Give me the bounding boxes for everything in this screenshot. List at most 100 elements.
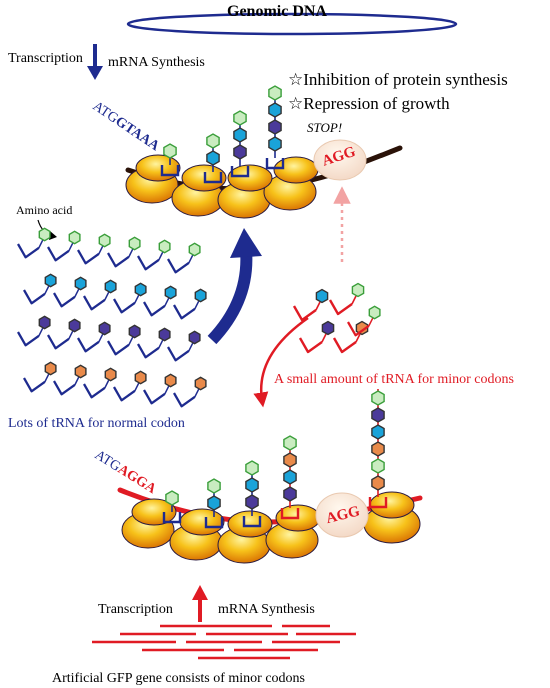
trna-stem [47,334,70,350]
amino-acid-hexagon [245,494,259,510]
amino-acid-hexagon [233,127,247,143]
trna-molecule [173,376,207,408]
trna-link [158,339,164,349]
top-transcription-label: Transcription [8,51,83,66]
trna-molecule [83,279,117,311]
amino-acid-hexagon [98,233,111,248]
trna-molecule [332,320,369,354]
trna-link [104,291,110,301]
trna-stem [173,392,196,408]
trna-stem [17,331,40,347]
trna-anchor [203,172,223,184]
top-stop-label: STOP! [307,120,342,135]
trna-molecule [23,361,57,393]
trna-link [164,297,170,307]
top-transcription-arrow [87,44,103,80]
trna-molecule [137,327,171,359]
trna-stem [143,389,166,405]
bottom-stalled-ribosome [315,492,369,538]
trna-link [38,239,44,249]
trna-link [158,251,164,261]
genomic-dna-ellipse [126,12,458,36]
amino-acid-hexagon [268,102,282,118]
amino-acid-hexagon [164,285,177,300]
trna-stem [173,304,196,320]
top-ribosome-small [135,154,181,182]
trna-molecule [23,273,57,305]
amino-acid-hexagon [283,452,297,468]
top-effect-repression: ☆Repression of growth [288,94,450,113]
amino-acid-hexagon [371,475,385,491]
amino-acid-hexagon [245,460,259,476]
trna-stem [137,255,160,271]
amino-acid-hexagon [351,282,365,298]
amino-acid-hexagon [44,273,57,288]
red-curved-arrow [253,316,309,408]
top-codon-sequence: ATGGTAAA [90,99,163,155]
bottom-ribosome-small [227,510,273,538]
amino-acid-hexagon [134,370,147,385]
amino-acid-hexagon [158,327,171,342]
trna-link [44,373,50,383]
trna-stem [107,252,130,268]
trna-link [38,327,44,337]
amino-acid-hexagon [245,477,259,493]
trna-link [134,382,140,392]
trna-stem [328,299,353,316]
trna-stem [53,380,76,396]
trna-stem [23,289,46,305]
peptide-chain [242,460,262,528]
amino-acid-hexagon [206,150,220,166]
amino-acid-hexagon [283,435,297,451]
trna-molecule [17,227,51,259]
amino-acid-hexagon [207,495,221,511]
trna-stem [167,258,190,274]
amino-acid-label: Amino acid [16,203,72,217]
amino-acid-hexagon [165,490,179,506]
trna-molecule [328,282,365,316]
top-ribosome-small [227,164,273,192]
amino-acid-hexagon [38,315,51,330]
trna-anchor [160,165,180,177]
amino-acid-hexagon [268,85,282,101]
trna-molecule [77,233,111,265]
amino-acid-hexagon [38,227,51,242]
trna-stem [77,337,100,353]
trna-layer [17,85,388,529]
amino-acid-pointer-head [49,231,57,240]
bottom-ribosome-small [369,491,415,519]
amino-acid-hexagon [188,242,201,257]
top-ribosomes [125,154,319,219]
amino-acid-hexagon [194,376,207,391]
bottom-caption: Artificial GFP gene consists of minor co… [52,671,305,686]
trna-anchor [265,158,285,170]
trna-link [355,333,361,343]
top-stalled-ribosome [313,139,367,181]
amino-acid-hexagon [158,239,171,254]
amino-acid-hexagon [371,424,385,440]
left-caption: Lots of tRNA for normal codon [8,416,185,431]
trna-molecule [107,324,141,356]
trna-stem [107,340,130,356]
trna-stem [137,343,160,359]
amino-acid-hexagon [128,236,141,251]
trna-link [68,242,74,252]
trna-molecule [167,330,201,362]
trna-molecule [107,236,141,268]
peptide-chain [265,85,285,170]
trna-anchor [280,508,300,520]
bottom-mrna-synthesis-label: mRNA Synthesis [218,602,315,617]
amino-acid-hexagon [104,367,117,382]
amino-acid-hexagon [74,276,87,291]
trna-molecule [143,373,177,405]
amino-acid-hexagon [315,288,329,304]
amino-acid-hexagon [268,136,282,152]
amino-acid-hexagon [128,324,141,339]
amino-acid-hexagon [104,279,117,294]
peptide-chain [203,133,223,184]
top-effect-inhibition: ☆Inhibition of protein synthesis [288,70,508,89]
trna-molecule [347,305,381,337]
trna-link [98,333,104,343]
trna-link [74,376,80,386]
